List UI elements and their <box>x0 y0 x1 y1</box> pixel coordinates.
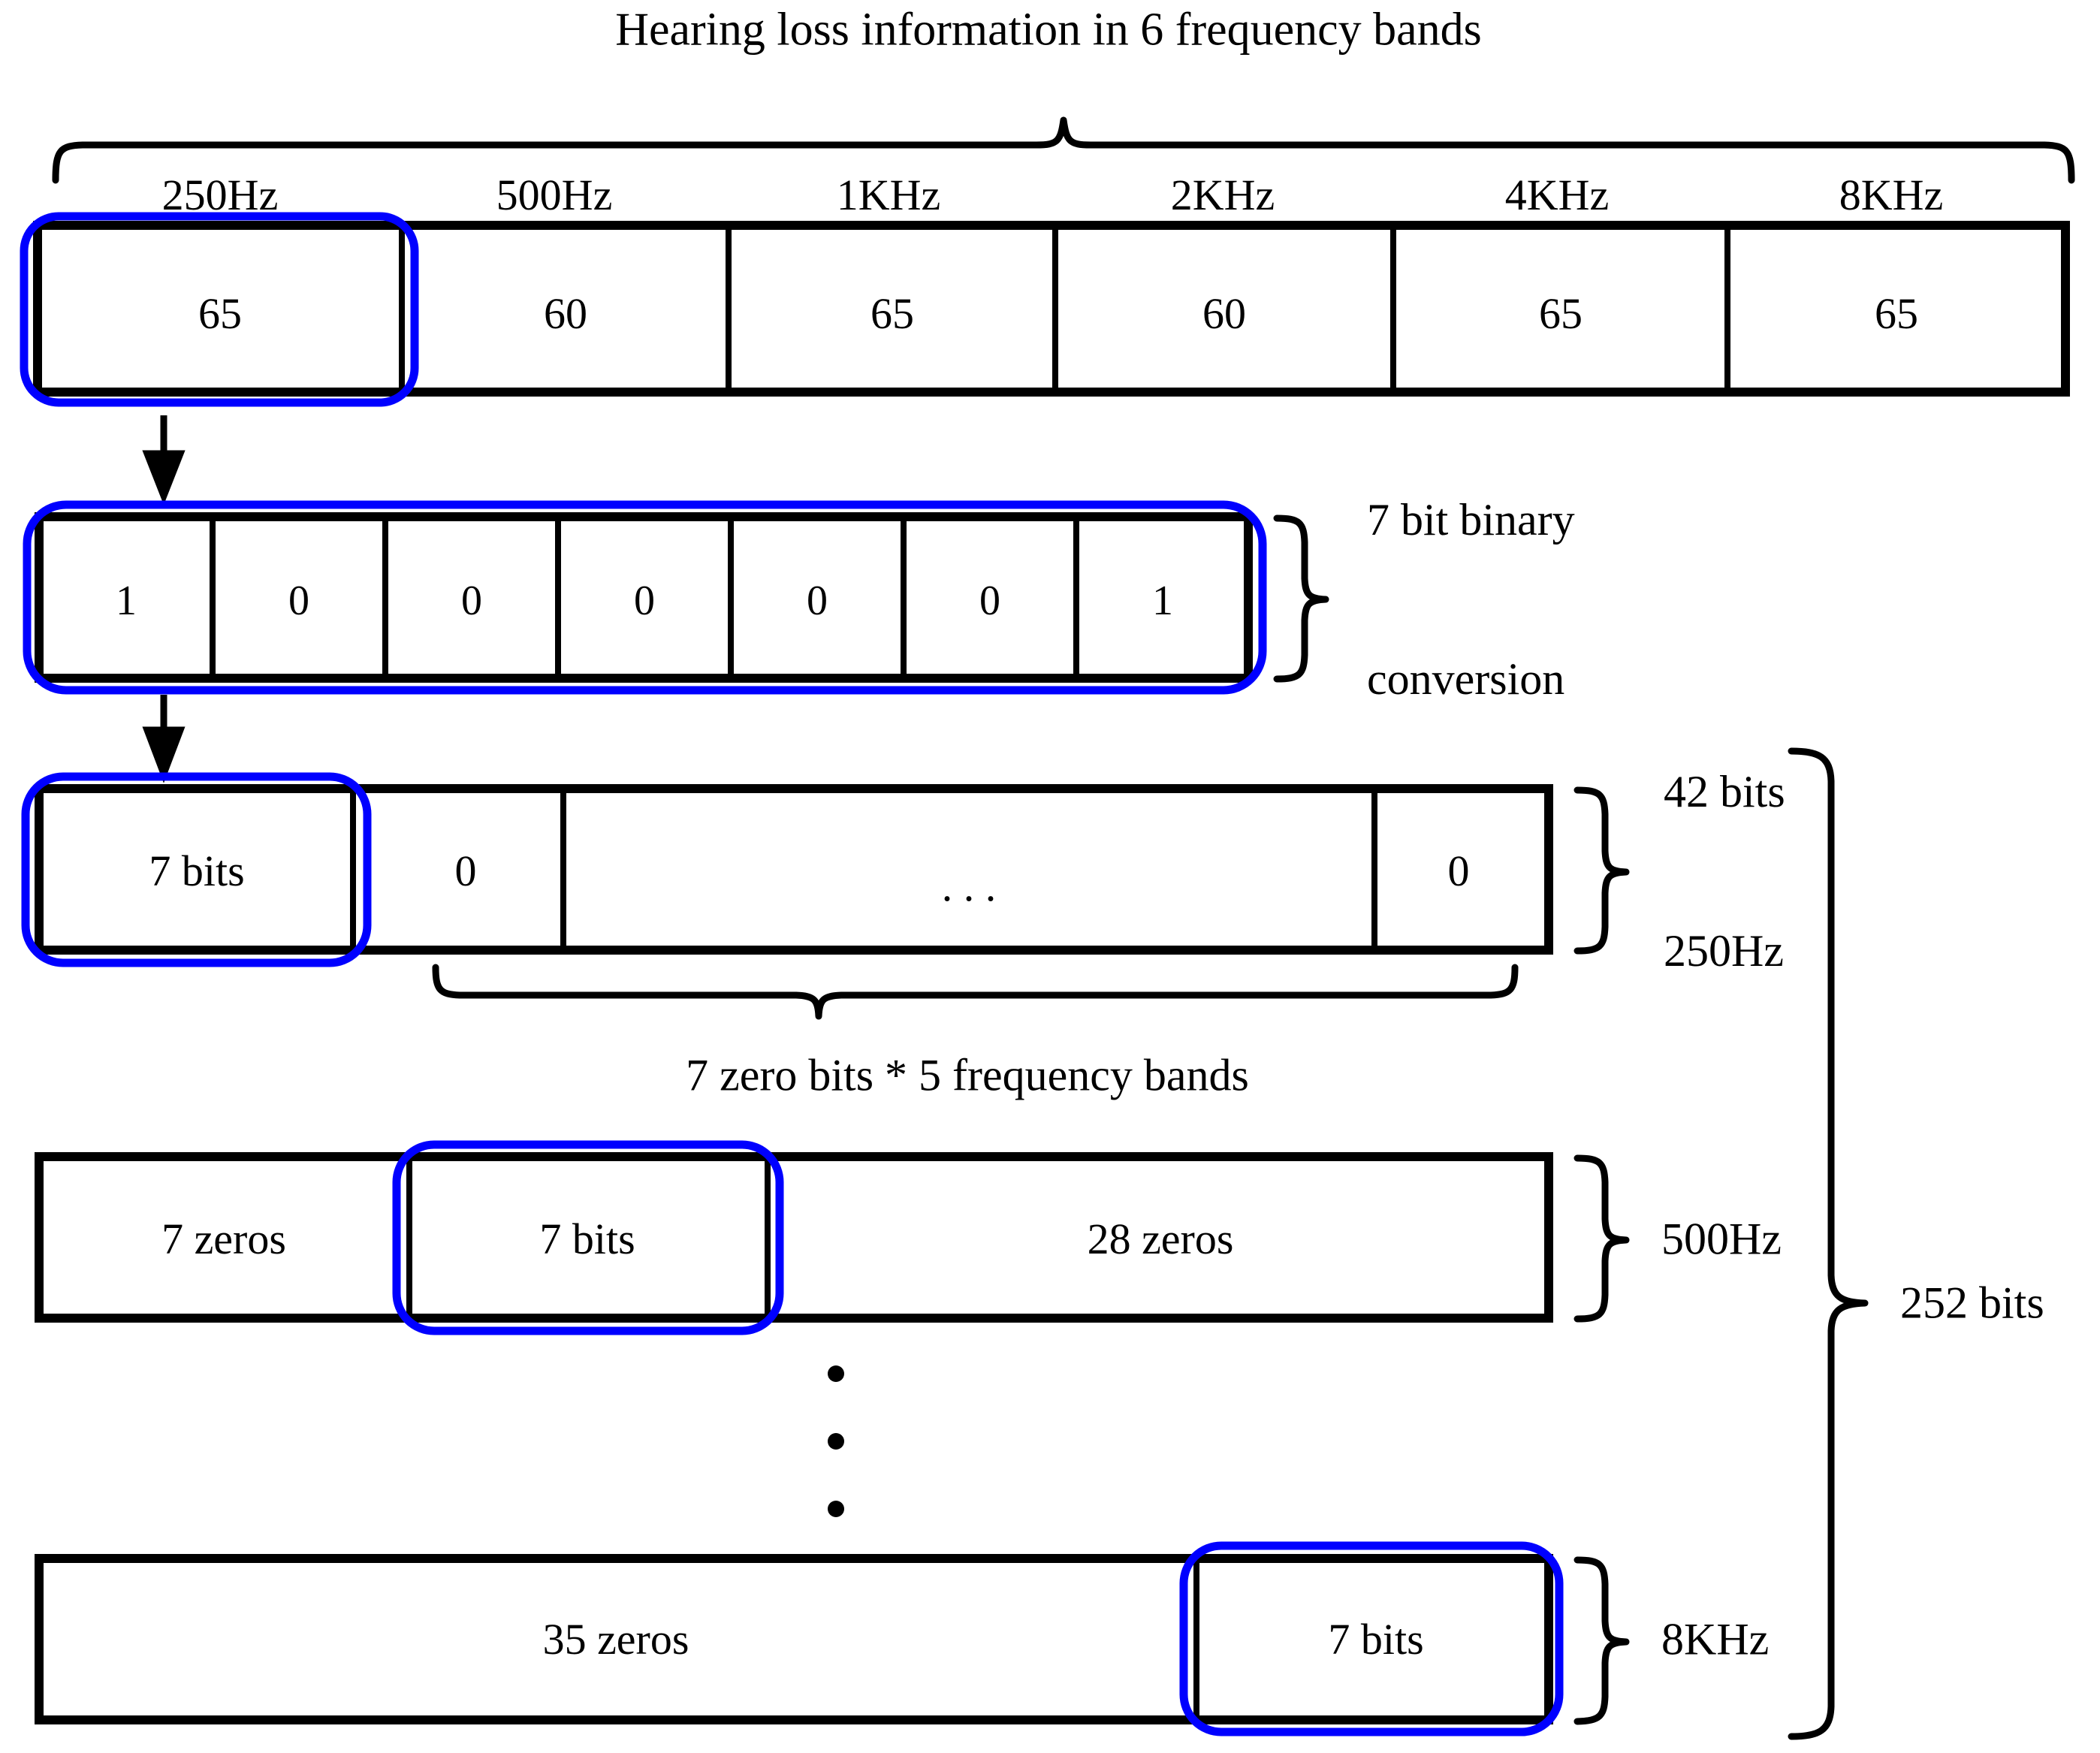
band-header-1khz: 1KHz <box>836 170 941 219</box>
row250-segment-zero-last: 0 <box>1447 846 1470 895</box>
vertical-ellipsis-dot-2 <box>828 1433 844 1450</box>
page-title: Hearing loss information in 6 frequency … <box>615 4 1482 56</box>
band-header-500hz: 500Hz <box>496 170 613 219</box>
binary-note-brace <box>1273 514 1329 683</box>
binary-bit-0: 1 <box>116 577 137 624</box>
band-header-2khz: 2KHz <box>1170 170 1275 219</box>
row250-segment-ellipsis: . . . <box>941 861 997 910</box>
top-brace <box>52 116 2075 184</box>
brace-42bits-250hz <box>1573 786 1630 955</box>
brace-8khz <box>1573 1556 1630 1725</box>
row8khz-side-label: 8KHz <box>1661 1614 1770 1664</box>
row250-side-line1: 42 bits <box>1664 766 1785 816</box>
brace-500hz <box>1573 1154 1630 1323</box>
row-8khz-grid <box>35 1554 1553 1724</box>
binary-table-grid <box>35 512 1253 683</box>
row-250hz-grid <box>35 784 1553 955</box>
brace-252bits <box>1788 747 1869 1740</box>
arrow-binary-to-frame <box>142 695 186 783</box>
arrow-table-to-binary <box>142 415 186 505</box>
binary-bit-2: 0 <box>461 577 482 624</box>
frequency-table-grid <box>33 221 2070 397</box>
band-value-250hz: 65 <box>198 288 242 338</box>
binary-bit-5: 0 <box>979 577 1000 624</box>
binary-bit-6: 1 <box>1152 577 1173 624</box>
highlight-250hz-cell <box>20 212 419 407</box>
band-header-4khz: 4KHz <box>1504 170 1610 219</box>
binary-conversion-note: 7 bit binary conversion <box>1367 387 1575 812</box>
brace-7zero-bits <box>432 964 1519 1020</box>
row500-segment-28zeros: 28 zeros <box>1087 1214 1234 1263</box>
highlight-row250-7bits <box>21 772 372 967</box>
total-bits-label: 252 bits <box>1900 1278 2044 1328</box>
row8khz-segment-35zeros: 35 zeros <box>542 1614 689 1664</box>
row250-side-line2: 250Hz <box>1664 925 1784 976</box>
band-header-250hz: 250Hz <box>161 170 279 219</box>
row250-segment-zero-first: 0 <box>454 846 477 895</box>
row500-segment-7zeros: 7 zeros <box>161 1214 286 1263</box>
band-value-500hz: 60 <box>544 288 587 338</box>
band-value-2khz: 60 <box>1202 288 1246 338</box>
band-value-1khz: 65 <box>870 288 914 338</box>
row500-side-label: 500Hz <box>1661 1214 1782 1264</box>
band-value-4khz: 65 <box>1539 288 1583 338</box>
binary-bit-4: 0 <box>807 577 828 624</box>
row250-side-label: 42 bits 250Hz <box>1664 659 1785 1084</box>
vertical-ellipsis-dot-3 <box>828 1501 844 1517</box>
band-header-8khz: 8KHz <box>1839 170 1944 219</box>
binary-conversion-note-line2: conversion <box>1367 653 1565 704</box>
highlight-binary-row <box>23 500 1267 695</box>
row250-segment-7bits: 7 bits <box>149 846 245 895</box>
row-500hz-grid <box>35 1152 1553 1323</box>
binary-conversion-note-line1: 7 bit binary <box>1367 494 1575 545</box>
band-value-8khz: 65 <box>1875 288 1918 338</box>
row8khz-segment-7bits: 7 bits <box>1328 1614 1424 1664</box>
highlight-row500-7bits <box>392 1140 784 1335</box>
vertical-ellipsis-dot-1 <box>828 1365 844 1382</box>
binary-bit-3: 0 <box>634 577 655 624</box>
row500-segment-7bits: 7 bits <box>539 1214 635 1263</box>
zero-bits-brace-label: 7 zero bits * 5 frequency bands <box>686 1050 1249 1100</box>
highlight-row8khz-7bits <box>1179 1541 1564 1736</box>
binary-bit-1: 0 <box>288 577 309 624</box>
